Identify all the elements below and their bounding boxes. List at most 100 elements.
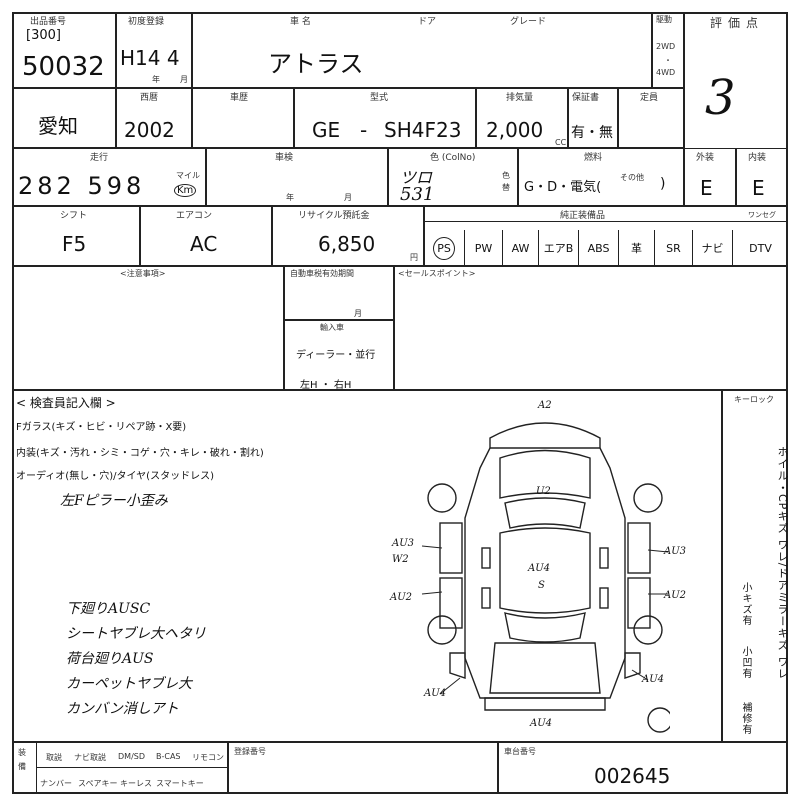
interior-box	[736, 148, 788, 206]
inspection-area	[12, 390, 722, 742]
region: 愛知	[38, 114, 78, 138]
footer-equip-grid	[36, 742, 228, 794]
score-value: 3	[705, 70, 736, 126]
left-mirror	[481, 547, 491, 569]
validity-month: 月	[354, 309, 362, 318]
km-circle: Km	[174, 184, 197, 197]
note-seat: シートヤブレ大ヘタリ	[66, 626, 206, 642]
year-label: 年	[152, 75, 160, 84]
wheel-rear-left	[427, 615, 457, 645]
color-name: ツロ	[400, 168, 433, 187]
drive-dot: ・	[664, 56, 672, 65]
equip-sr: SR	[654, 230, 692, 266]
region-box	[12, 88, 116, 148]
equip-pw: PW	[464, 230, 502, 266]
leader-left-mid	[421, 591, 443, 595]
model-label: 車 名	[290, 17, 311, 27]
model-code-b: SH4F23	[384, 118, 462, 142]
fuel-options: G・D・電気(	[524, 180, 602, 195]
condition-label: 保証書	[572, 93, 600, 103]
exterior: E	[700, 176, 713, 200]
validity-box	[284, 266, 394, 320]
shift: F5	[62, 232, 87, 256]
hood	[499, 449, 591, 499]
condition: 有・無	[571, 125, 613, 141]
model-year: 2002	[124, 118, 175, 142]
model-code-label: 型式	[370, 93, 389, 103]
displacement-label: 排気量	[506, 93, 534, 103]
dmg-front: A2	[538, 400, 552, 411]
footer-item-4: B-CAS	[156, 752, 181, 761]
leader-right-top	[647, 549, 669, 553]
note-pillar: 左Fピラー小歪み	[60, 493, 168, 509]
equip-ps-label: PS	[433, 236, 455, 260]
inspection-label: 車検	[275, 153, 294, 163]
right-step	[599, 587, 609, 609]
ac-label: エアコン	[176, 211, 213, 221]
door-label: ドア	[418, 17, 437, 27]
dmg-left-top-a: AU3	[392, 538, 415, 549]
capacity-label: 定員	[640, 93, 659, 103]
fuel-label: 燃料	[584, 153, 603, 163]
right-mirror	[599, 547, 609, 569]
cc-label: CC	[555, 138, 567, 147]
color-change-label: 色替	[502, 171, 510, 192]
notes-label: <注意事項>	[120, 269, 166, 278]
drive-2wd: 2WD	[656, 42, 676, 51]
leader-left-bot	[439, 677, 461, 695]
score-label: 評価点	[710, 16, 765, 30]
color-label: 色 (ColNo)	[430, 153, 476, 163]
glass-line: Fガラス(キズ・ヒビ・リペア跡・X要)	[16, 422, 187, 433]
bed-area	[489, 642, 601, 694]
handle-label: 左H ・ 右H	[300, 380, 352, 391]
note-bed: 荷台廻りAUS	[66, 651, 154, 667]
chassis-label: 車台番号	[504, 747, 536, 756]
side-note-line2: 小キズ有	[740, 582, 751, 626]
ac: AC	[190, 232, 218, 256]
equip-ps: PS	[424, 230, 464, 266]
left-step	[481, 587, 491, 609]
equip-navi: ナビ	[692, 230, 732, 266]
dmg-right-mid: AU2	[664, 590, 687, 601]
dmg-roof-a: AU4	[528, 563, 551, 574]
import-label: 輸入車	[320, 323, 344, 332]
leader-left-top	[421, 545, 443, 549]
dmg-roof-b: S	[538, 580, 545, 591]
import-box	[284, 320, 394, 390]
right-fender-rear	[624, 652, 641, 679]
interior-label: 内装	[748, 153, 767, 163]
grade-label: グレード	[510, 17, 547, 27]
displacement: 2,000	[486, 118, 544, 142]
chassis-no: 002645	[594, 764, 671, 788]
equip-aw: AW	[502, 230, 538, 266]
note-carpet: カーペットヤブレ大	[66, 676, 192, 692]
model-year-label: 西暦	[140, 93, 159, 103]
model-code-a: GE	[312, 118, 341, 142]
inspection-year: 年	[286, 193, 294, 202]
left-door-rear	[439, 577, 463, 629]
audio-line: オーディオ(無し・穴)/タイヤ(スタッドレス)	[16, 471, 214, 482]
note-sign: カンバン消しアト	[66, 701, 179, 717]
reg-no-box	[228, 742, 498, 794]
keylock-label: キーロック	[734, 395, 774, 404]
dmg-right-top: AU3	[664, 546, 687, 557]
sales-point-box	[394, 266, 788, 390]
right-door-front	[627, 522, 651, 574]
color-no: 531	[400, 184, 435, 205]
footer-item-8: キーレス	[120, 779, 152, 788]
right-door-rear	[627, 577, 651, 629]
lot-tag: [300]	[26, 28, 61, 43]
equipment-label: 純正装備品	[560, 211, 606, 221]
windshield	[504, 497, 586, 529]
dmg-left-bot: AU4	[424, 688, 447, 699]
dmg-left-mid: AU2	[390, 592, 413, 603]
footer-item-6: ナンバー	[40, 779, 72, 788]
dealer-label: ディーラー・並行	[296, 350, 376, 361]
equip-label: 装備	[18, 748, 26, 771]
fuel-other: その他	[620, 173, 644, 182]
yen-label: 円	[410, 253, 418, 262]
drive-box	[652, 12, 684, 88]
history-box	[192, 88, 294, 148]
dmg-rear: AU4	[530, 718, 553, 729]
equip-dtv: DTV	[732, 230, 788, 266]
